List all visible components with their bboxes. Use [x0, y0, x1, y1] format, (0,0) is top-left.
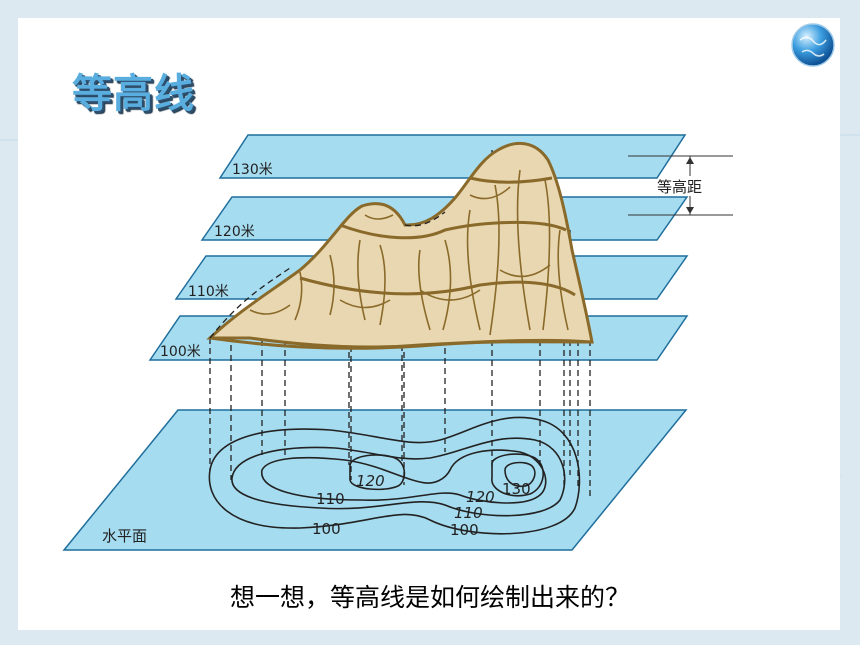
contour-interval-indicator: 等高距: [628, 155, 733, 216]
slide-title: 等高线: [72, 71, 195, 117]
contour-label-110-right: 110: [454, 504, 483, 522]
contour-label-100-right: 100: [450, 521, 479, 539]
label-120: 120米: [214, 224, 255, 240]
contour-label-110-left: 110: [316, 490, 345, 508]
contour-lines: [208, 416, 581, 535]
slide-caption: 想一想，等高线是如何绘制出来的？: [229, 583, 630, 612]
plane-130: [218, 134, 687, 179]
base-plane-label: 水平面: [102, 527, 147, 545]
label-110: 110米: [188, 284, 229, 300]
contour-label-100-left: 100: [312, 520, 341, 538]
contour-label-120-left: 120: [356, 472, 385, 490]
contour-label-120-right: 120: [466, 488, 495, 506]
contour-label-130-right: 130: [502, 480, 531, 498]
mountain-illustration: [206, 141, 594, 350]
label-130: 130米: [232, 162, 273, 178]
label-100: 100米: [160, 344, 201, 360]
plane-base: [62, 409, 688, 551]
contour-interval-label: 等高距: [657, 178, 702, 196]
globe-icon: [791, 23, 835, 67]
